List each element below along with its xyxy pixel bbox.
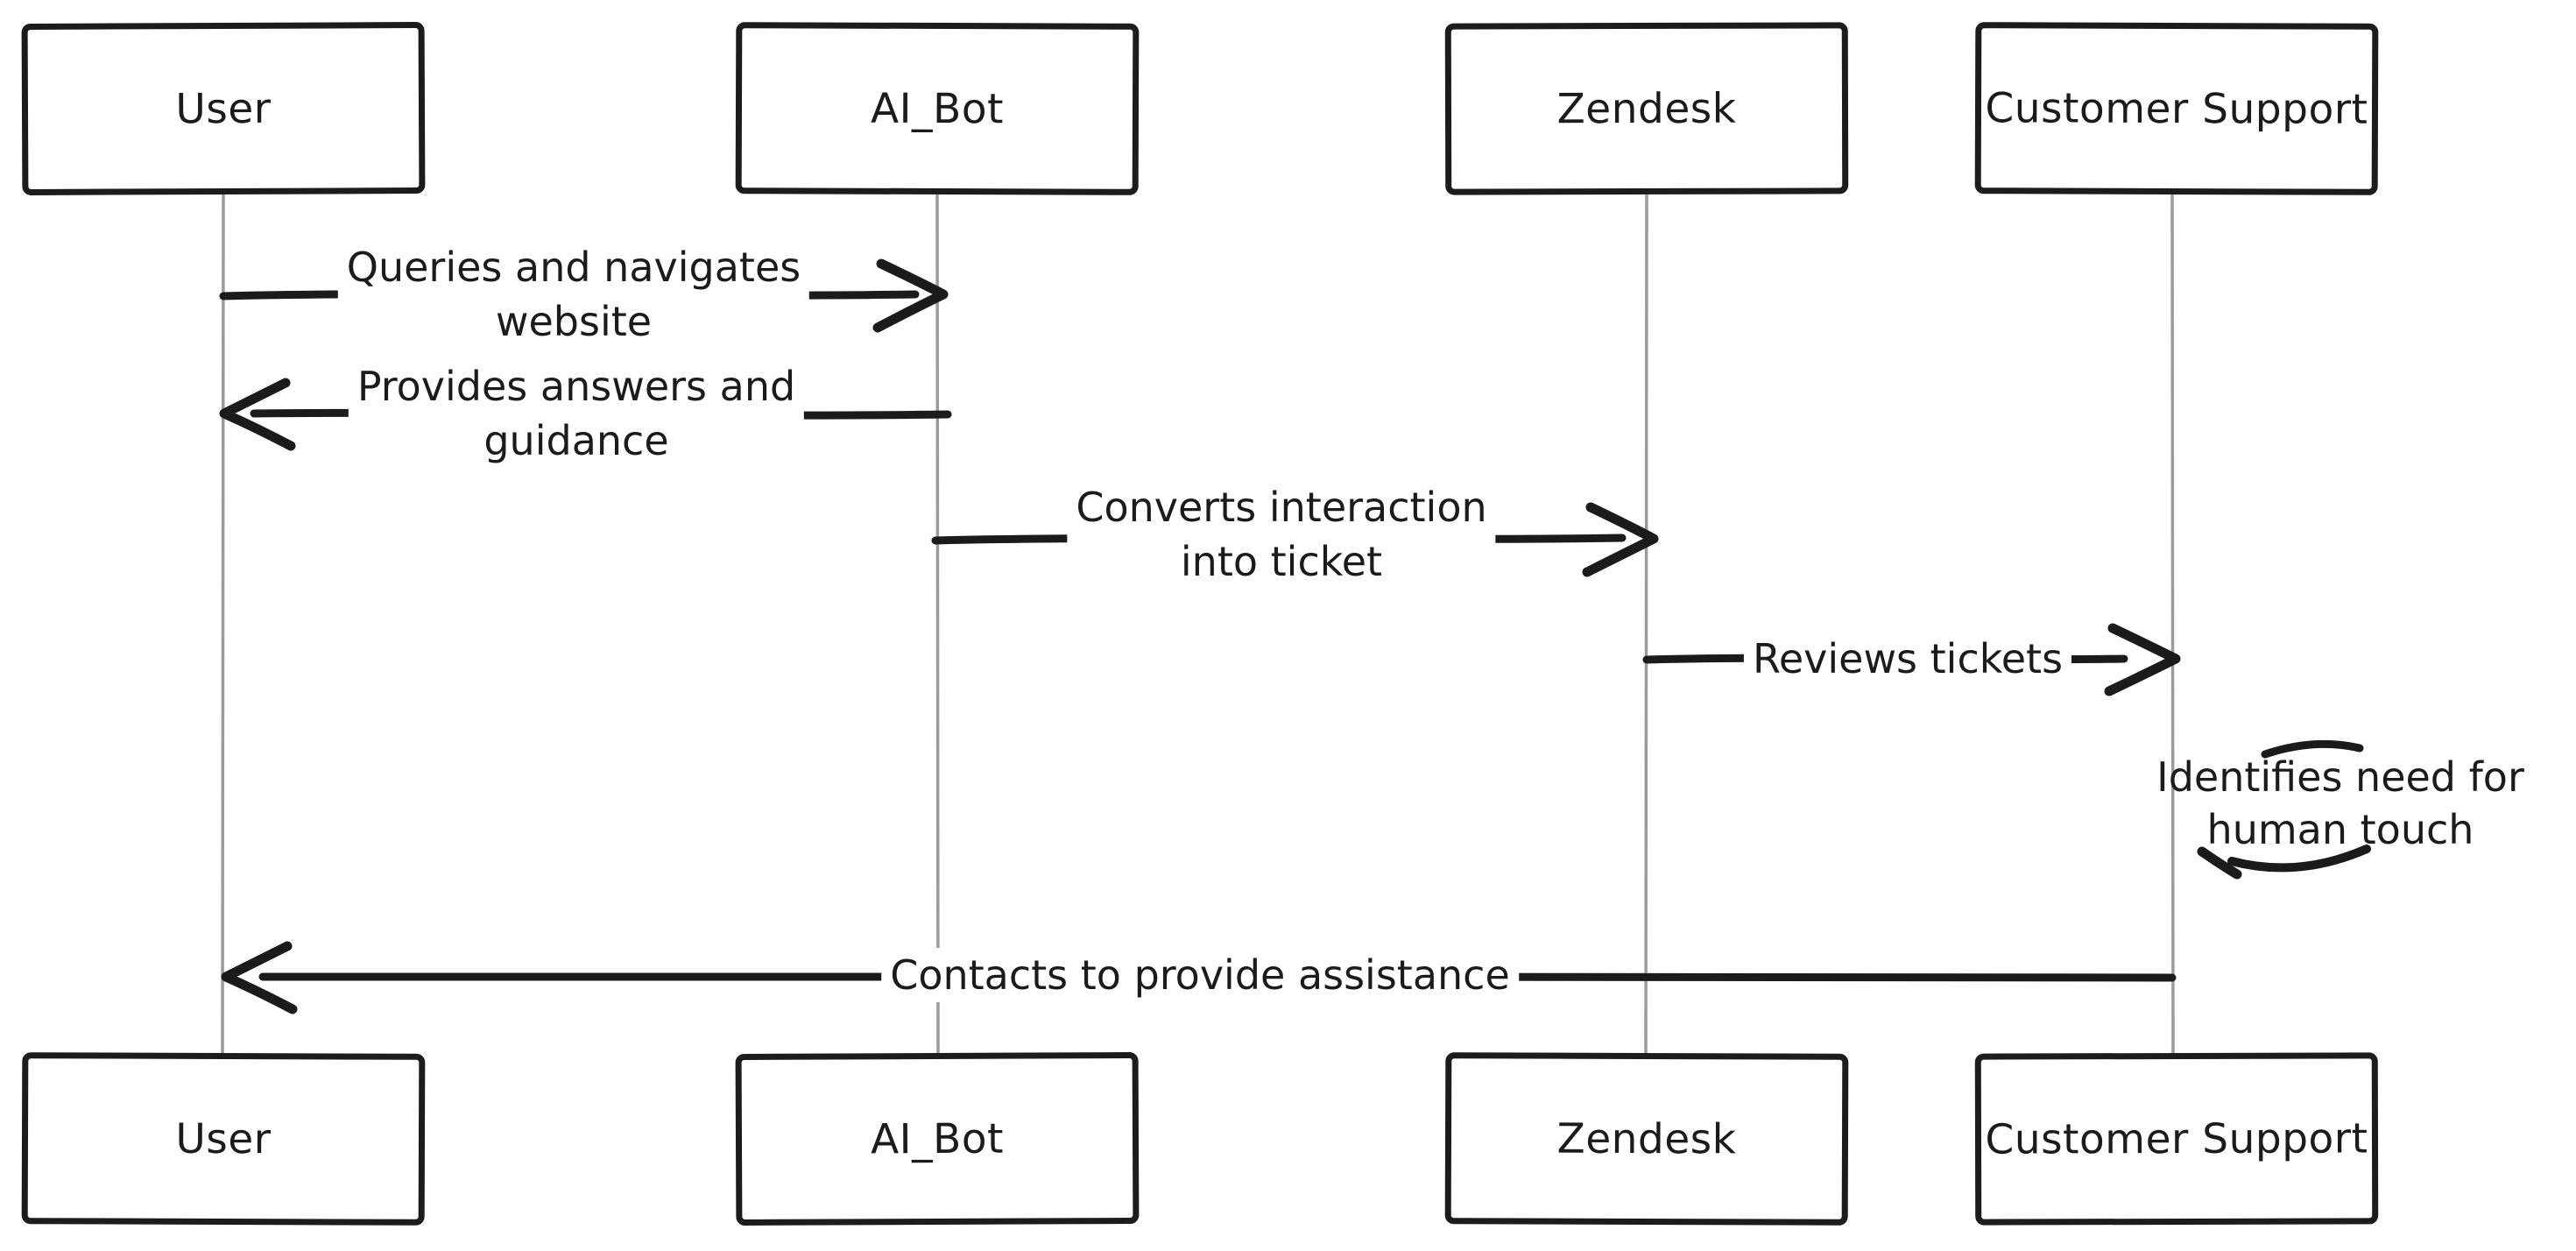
lifeline-zendesk bbox=[1644, 194, 1648, 1054]
actor-box-user-top: User bbox=[21, 21, 426, 196]
message-label-reviews: Reviews tickets bbox=[1743, 632, 2072, 686]
actor-label-customer-support: Customer Support bbox=[1985, 83, 2368, 134]
message-label-contacts: Contacts to provide assistance bbox=[881, 948, 1519, 1002]
message-text: Queries and navigates bbox=[337, 240, 810, 294]
actor-box-customer-support-top: Customer Support bbox=[1974, 22, 2379, 195]
actor-box-ai-bot-bottom: AI_Bot bbox=[735, 1051, 1140, 1226]
self-loop-top-stroke bbox=[2261, 739, 2364, 759]
arrowhead-left-icon bbox=[219, 378, 296, 451]
message-text: website bbox=[337, 294, 810, 349]
lifeline-user bbox=[221, 194, 225, 1054]
arrowhead-right-icon bbox=[872, 258, 949, 333]
message-text: human touch bbox=[2206, 806, 2474, 853]
actor-label-ai-bot: AI_Bot bbox=[870, 1114, 1005, 1163]
self-loop-bottom-stroke bbox=[2227, 845, 2371, 873]
actor-box-customer-support-bottom: Customer Support bbox=[1974, 1052, 2379, 1226]
arrowhead-left-icon bbox=[221, 941, 298, 1014]
self-message-label-identifies: Identifies need for human touch bbox=[2156, 751, 2524, 856]
arrowhead-right-icon bbox=[1582, 502, 1659, 577]
message-text: Identifies need for bbox=[2156, 753, 2524, 801]
message-text: Reviews tickets bbox=[1743, 632, 2072, 686]
arrowhead-right-icon bbox=[2104, 623, 2181, 696]
self-loop-arrow-tick bbox=[2197, 846, 2242, 880]
actor-box-zendesk-bottom: Zendesk bbox=[1444, 1052, 1849, 1226]
message-text: Contacts to provide assistance bbox=[881, 948, 1519, 1002]
message-text: into ticket bbox=[1067, 534, 1496, 589]
message-label-queries: Queries and navigates website bbox=[337, 240, 810, 349]
actor-label-user: User bbox=[175, 1114, 272, 1163]
actor-label-customer-support: Customer Support bbox=[1985, 1113, 2368, 1164]
actor-label-zendesk: Zendesk bbox=[1556, 84, 1737, 133]
actor-label-zendesk: Zendesk bbox=[1556, 1114, 1737, 1163]
message-label-provides: Provides answers and guidance bbox=[348, 359, 805, 468]
message-text: Provides answers and bbox=[348, 359, 805, 413]
message-text: Converts interaction bbox=[1067, 480, 1496, 534]
lifeline-customer-support bbox=[2170, 194, 2175, 1054]
message-label-converts: Converts interaction into ticket bbox=[1067, 480, 1496, 589]
actor-label-user: User bbox=[175, 84, 272, 133]
actor-label-ai-bot: AI_Bot bbox=[870, 84, 1005, 133]
actor-box-ai-bot-top: AI_Bot bbox=[735, 22, 1140, 195]
lifeline-ai-bot bbox=[935, 194, 940, 1054]
actor-box-user-bottom: User bbox=[21, 1052, 426, 1226]
message-text: guidance bbox=[348, 413, 805, 468]
actor-box-zendesk-top: Zendesk bbox=[1444, 22, 1849, 195]
